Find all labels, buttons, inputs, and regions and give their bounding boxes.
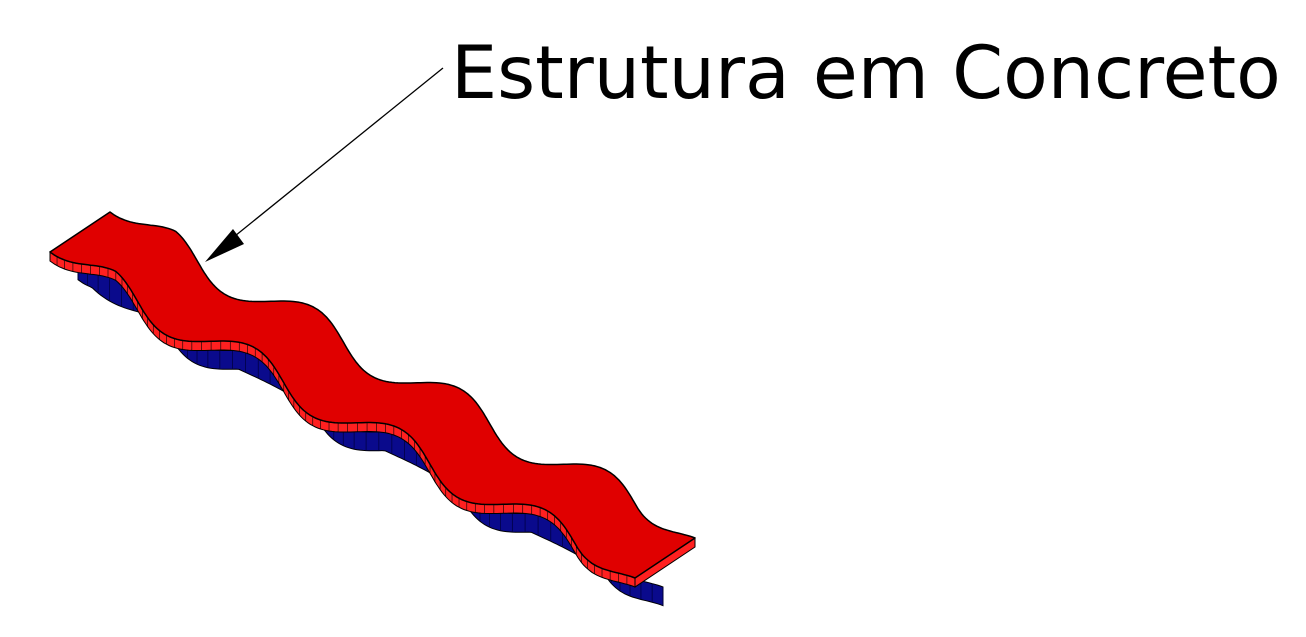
callout-label: Estrutura em Concreto bbox=[451, 31, 1281, 116]
leader-arrow bbox=[205, 67, 444, 262]
leader-line bbox=[229, 67, 444, 241]
structure-top-surface bbox=[49, 211, 696, 579]
arrow-head-icon bbox=[205, 229, 244, 262]
